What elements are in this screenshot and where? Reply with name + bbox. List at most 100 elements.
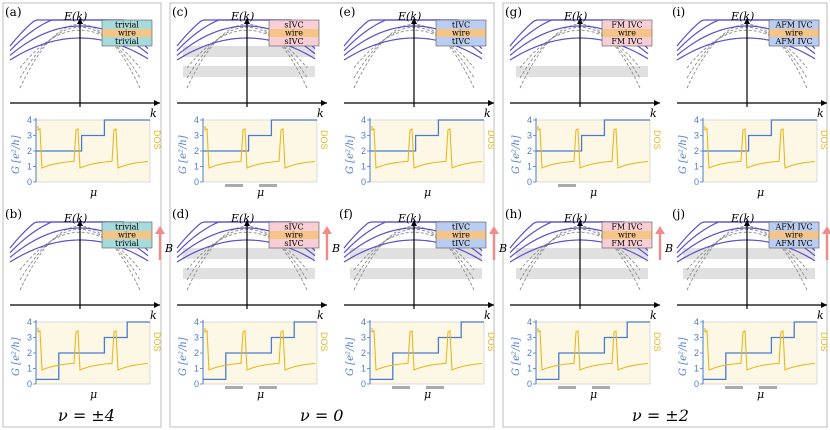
e-axis-label: E(k) [230, 10, 254, 23]
legend-top [769, 20, 819, 29]
g-tick-label: 0 [527, 177, 532, 187]
dos-curve [204, 328, 316, 371]
legend-wire [269, 29, 319, 37]
conductance-curve [370, 321, 484, 380]
k-axis-label: k [317, 309, 324, 322]
legend-bottom [436, 239, 486, 248]
k-axis-label: k [650, 309, 657, 322]
band-curve [509, 239, 649, 263]
field-arrow-head [822, 226, 830, 234]
g-tick-label: 2 [694, 146, 699, 156]
legend-label: sIVC [284, 37, 303, 46]
group-frame-nu2 [502, 2, 828, 428]
legend-bottom [102, 239, 152, 248]
gap-marker [259, 386, 277, 389]
dos-curve [704, 328, 816, 371]
k-axis-label: k [817, 107, 824, 120]
mu-axis-label: μ [590, 388, 597, 401]
gap-marker [225, 386, 243, 389]
legend-label: trivial [115, 223, 139, 232]
panel-letter: (e) [339, 5, 355, 19]
dos-axis-label: DOS [152, 130, 162, 150]
g-axis-label: G [e²/h] [678, 337, 689, 376]
legend-label: wire [118, 29, 136, 38]
legend-label: AFM IVC [774, 37, 812, 46]
legend-frame [435, 221, 487, 249]
band-dashed [186, 29, 308, 69]
g-tick-label: 2 [694, 348, 699, 358]
gap-marker [558, 184, 576, 187]
group-frame-nu4 [2, 2, 162, 428]
conductance-curve [536, 119, 650, 152]
dos-curve [371, 126, 483, 169]
dos-curve [371, 328, 483, 371]
mu-axis-label: μ [757, 388, 764, 401]
panel-letter: (b) [5, 207, 22, 221]
k-axis-arrow [654, 302, 660, 308]
dos-axis-label: DOS [652, 332, 662, 352]
g-axis-label: G [e²/h] [11, 337, 22, 376]
group-frame-nu0 [169, 2, 495, 428]
g-tick-label: 1 [27, 364, 32, 374]
k-axis-arrow [488, 100, 494, 106]
legend-frame [601, 221, 653, 249]
g-tick-label: 2 [27, 348, 32, 358]
g-tick-label: 4 [694, 115, 699, 125]
gap-marker [225, 184, 243, 187]
legend-label: wire [785, 231, 803, 240]
g-tick-label: 1 [361, 364, 366, 374]
panel-letter: (c) [172, 5, 188, 19]
g-tick-label: 0 [527, 379, 532, 389]
g-tick-label: 4 [527, 317, 532, 327]
conductance-curve [703, 119, 817, 152]
dos-curve [704, 126, 816, 169]
g-axis-label: G [e²/h] [178, 337, 189, 376]
legend-frame [768, 221, 820, 249]
legend-top [269, 20, 319, 29]
panel-letter: (f) [339, 207, 353, 221]
nu-label-4: ν = ±4 [58, 406, 115, 425]
band-curve [676, 37, 816, 61]
mu-axis-label: μ [590, 186, 597, 199]
g-tick-label: 1 [27, 162, 32, 172]
g-tick-label: 2 [527, 146, 532, 156]
g-tick-label: 0 [694, 379, 699, 389]
conductance-curve [203, 321, 317, 380]
legend-top [102, 222, 152, 231]
conductance-curve [536, 321, 650, 380]
field-arrow-head [155, 226, 165, 234]
dos-curve [204, 126, 316, 169]
dos-axis-label: DOS [819, 130, 829, 150]
dos-curve [37, 328, 149, 371]
field-arrow-head [322, 226, 332, 234]
g-axis-label: G [e²/h] [345, 337, 356, 376]
g-tick-label: 3 [527, 131, 532, 141]
g-tick-label: 2 [194, 146, 199, 156]
legend-label: sIVC [284, 223, 303, 232]
e-axis-arrow [411, 220, 417, 226]
g-tick-label: 0 [361, 379, 366, 389]
dos-curve [37, 126, 149, 169]
e-axis-arrow [744, 18, 750, 24]
legend-frame [768, 19, 820, 47]
legend-label: tIVC [452, 223, 470, 232]
legend-label: wire [618, 29, 636, 38]
g-tick-label: 1 [194, 162, 199, 172]
gap-band [183, 268, 315, 279]
legend-bottom [269, 239, 319, 248]
legend-frame [268, 221, 320, 249]
legend-wire [102, 29, 152, 37]
band-curve [509, 37, 649, 61]
g-tick-label: 1 [361, 162, 366, 172]
e-axis-arrow [244, 18, 250, 24]
g-tick-label: 4 [27, 115, 32, 125]
dos-axis-label: DOS [152, 332, 162, 352]
g-tick-label: 1 [194, 364, 199, 374]
field-label: B [664, 242, 673, 255]
band-curve [176, 239, 316, 263]
legend-frame [268, 19, 320, 47]
